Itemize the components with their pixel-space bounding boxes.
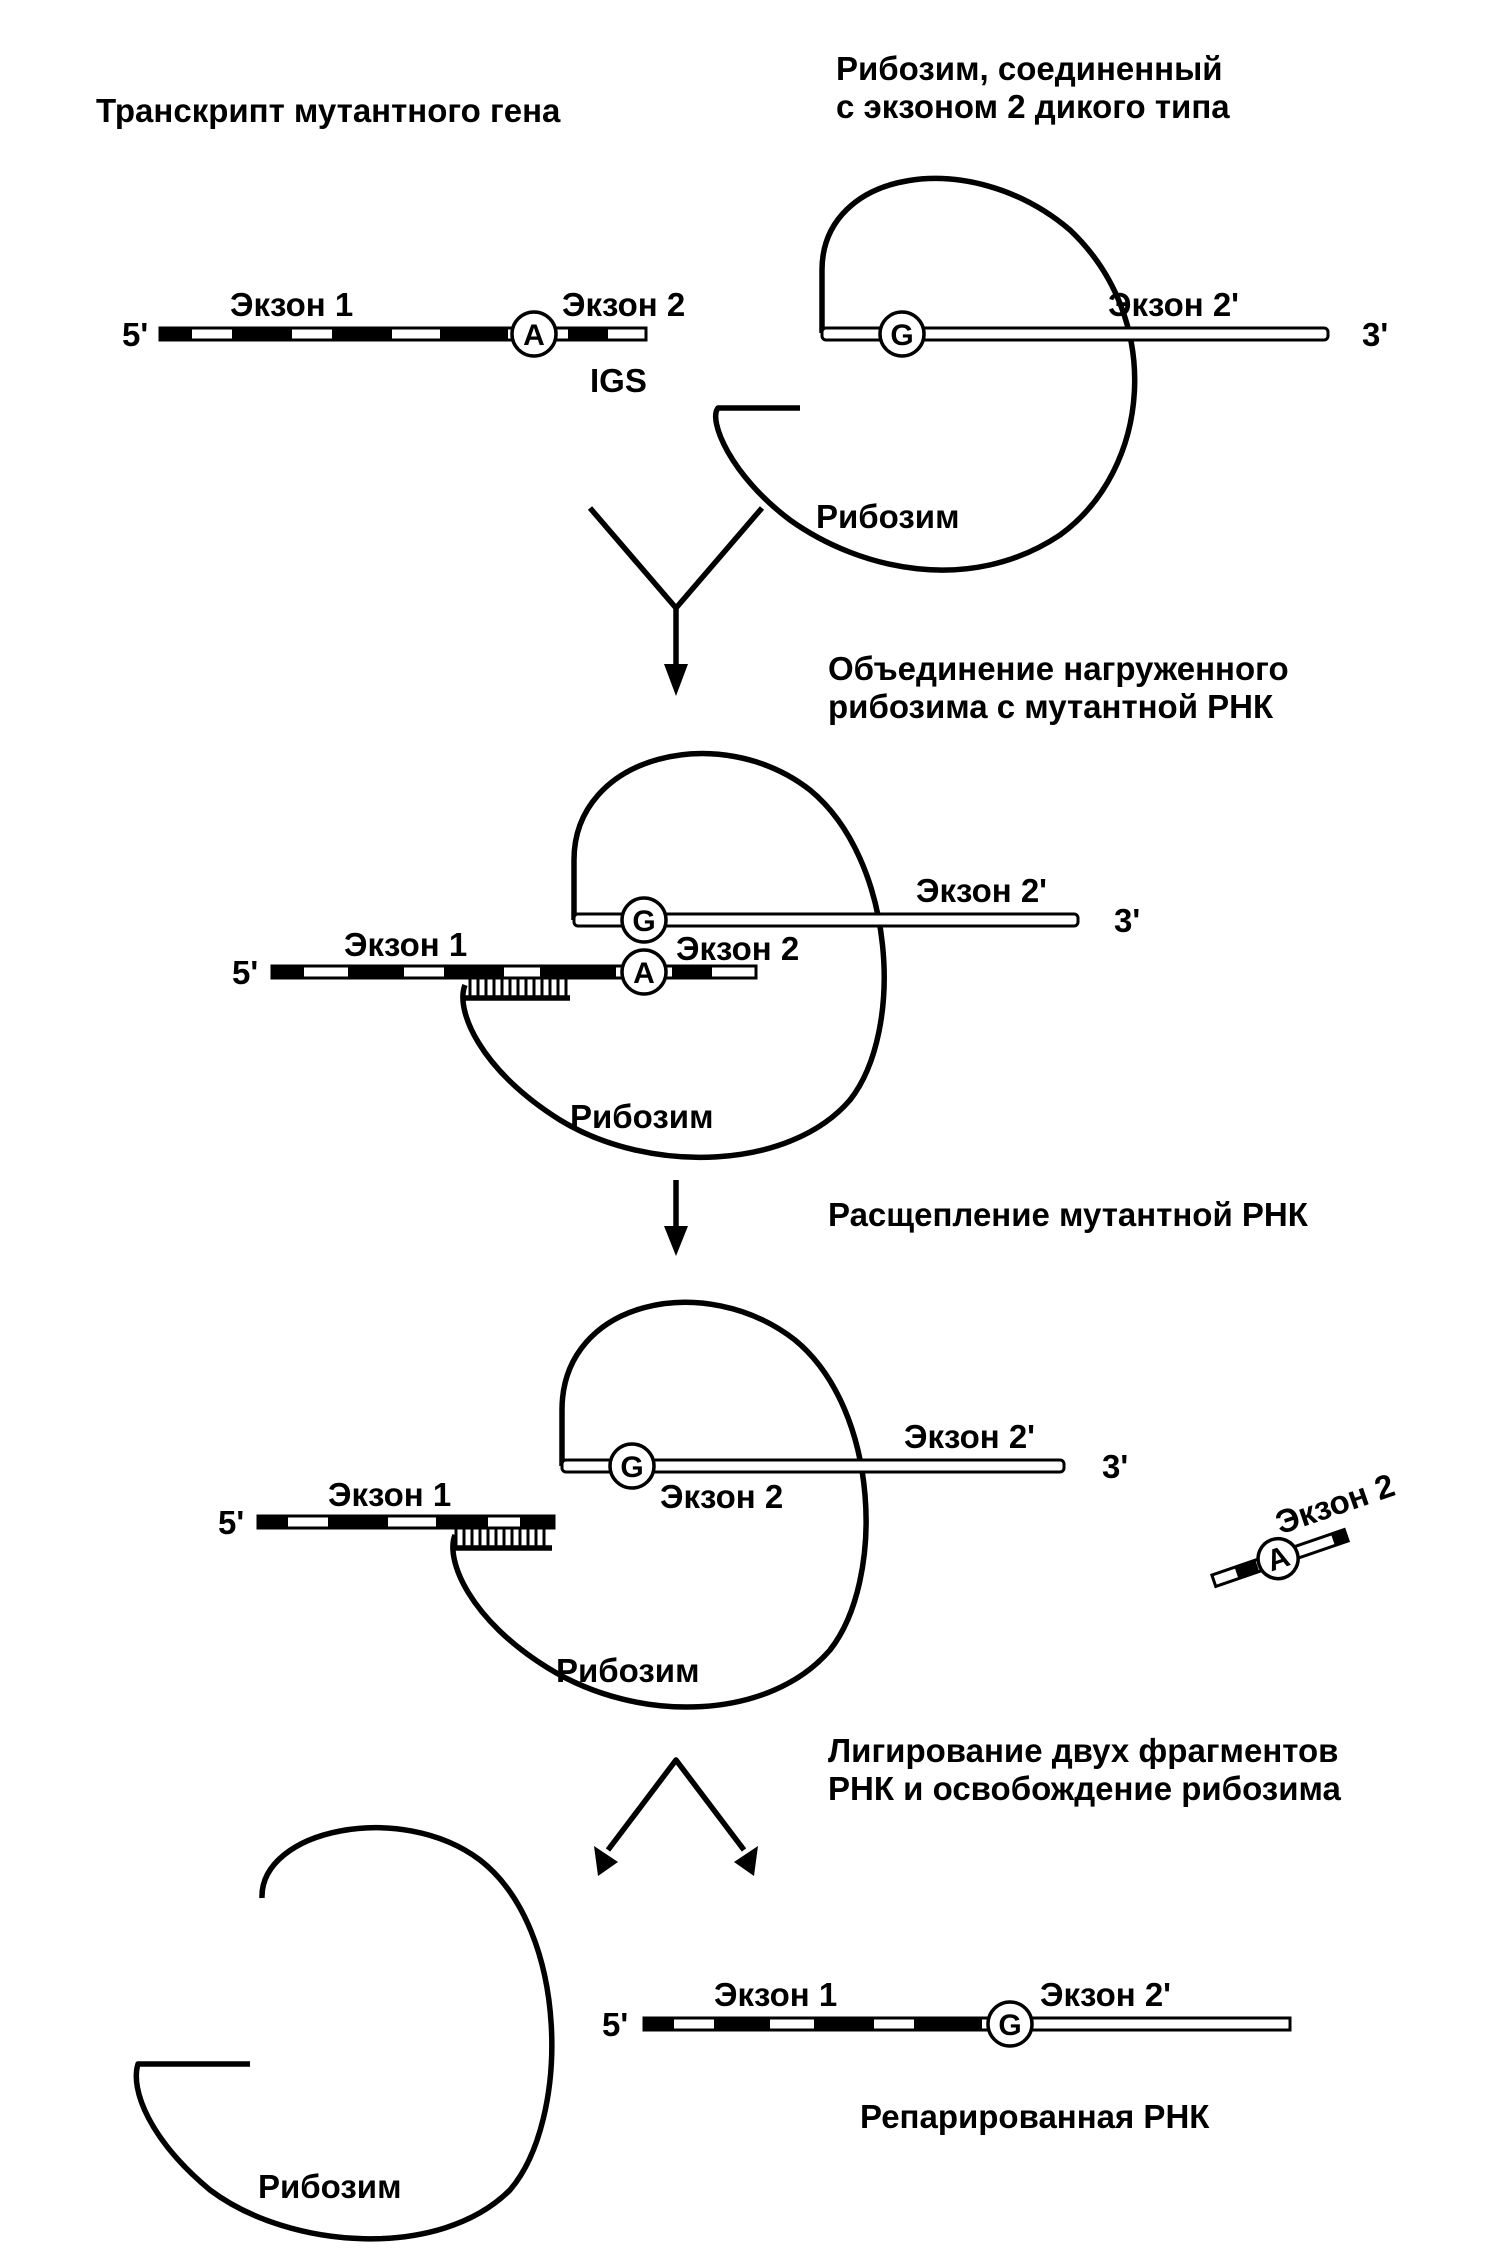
five-prime-label-repaired: 5' — [602, 2006, 628, 2043]
stage-initial: Транскрипт мутантного гена Рибозим, соед… — [96, 50, 1388, 573]
mutant-nucleotide-label-combined: A — [633, 957, 655, 990]
mutant-transcript-title: Транскрипт мутантного гена — [96, 92, 561, 129]
three-prime-label-cleaved: 3' — [1102, 1448, 1128, 1485]
wild-nucleotide-label-combined: G — [632, 905, 655, 938]
wild-nucleotide-label: G — [890, 319, 913, 352]
three-prime-label-combined: 3' — [1114, 902, 1140, 939]
five-prime-label-combined: 5' — [232, 954, 258, 991]
ribozyme-label-free: Рибозим — [258, 2168, 402, 2205]
exon2-label-released: Экзон 2 — [1271, 1466, 1400, 1541]
three-prime-label: 3' — [1362, 316, 1388, 353]
mutant-nucleotide-label: A — [523, 319, 545, 352]
stage-ligated: Лигирование двух фрагментов РНК и освобо… — [133, 1732, 1341, 2242]
mutant-transcript-rna: 5' Экзон 1 Экзон 2 A — [122, 286, 685, 358]
repaired-rna: 5' Экзон 1 Экзон 2' G Репарированная РНК — [602, 1976, 1292, 2135]
loaded-ribozyme: IGS Рибозим G Экзон 2' 3' — [590, 175, 1388, 573]
ribozyme-loop-cleaved — [450, 1299, 869, 1710]
wild-nucleotide-marker — [878, 310, 926, 358]
exon1-label-combined: Экзон 1 — [344, 926, 467, 963]
ribozyme-label-combined: Рибозим — [570, 1098, 714, 1135]
exon2-label: Экзон 2 — [562, 286, 685, 323]
igs-label: IGS — [590, 362, 647, 399]
exon2-prime-label-repaired: Экзон 2' — [1040, 1976, 1171, 2013]
exon1-label-cleaved: Экзон 1 — [328, 1476, 451, 1513]
step-ligate-line1: Лигирование двух фрагментов — [828, 1732, 1338, 1769]
ribozyme-loop-combined — [460, 750, 887, 1160]
ribozyme-loop — [712, 175, 1138, 573]
step-cleave: Расщепление мутантной РНК — [828, 1196, 1309, 1233]
ribozyme-wt-title-line1: Рибозим, соединенный — [836, 50, 1223, 87]
ribozyme-label: Рибозим — [816, 498, 960, 535]
step-combine-line2: рибозима с мутантной РНК — [828, 688, 1274, 725]
exon2-prime-label-cleaved: Экзон 2' — [904, 1418, 1035, 1455]
released-mutant-exon2: A Экзон 2 — [1209, 1466, 1400, 1589]
repaired-rna-label: Репарированная РНК — [860, 2098, 1210, 2135]
exon1-label-repaired: Экзон 1 — [714, 1976, 837, 2013]
exon2-prime-label: Экзон 2' — [1108, 286, 1239, 323]
split-arrow — [594, 1757, 758, 1876]
exon2-label-combined: Экзон 2 — [676, 930, 799, 967]
exon1-label: Экзон 1 — [230, 286, 353, 323]
step-ligate-line2: РНК и освобождение рибозима — [828, 1770, 1341, 1807]
exon2-prime-label-combined: Экзон 2' — [916, 872, 1047, 909]
base-pairing-cleaved — [452, 1528, 552, 1551]
stage-cleaved: Расщепление мутантной РНК Рибозим G Экзо… — [218, 1196, 1400, 1710]
wild-nucleotide-label-cleaved: G — [620, 1451, 643, 1484]
five-prime-label: 5' — [122, 316, 148, 353]
ribozyme-label-cleaved: Рибозим — [556, 1652, 700, 1689]
five-prime-label-cleaved: 5' — [218, 1504, 244, 1541]
base-pairing-combined — [465, 978, 570, 1001]
stage-combined: Объединение нагруженного рибозима с мута… — [232, 650, 1289, 1160]
free-ribozyme-loop — [133, 1825, 555, 2242]
wild-nucleotide-label-repaired: G — [998, 2009, 1021, 2042]
cleave-arrow — [664, 1180, 688, 1256]
ribozyme-wt-title-line2: с экзоном 2 дикого типа — [836, 88, 1230, 125]
step-combine-line1: Объединение нагруженного — [828, 650, 1289, 687]
merge-arrow — [587, 506, 765, 696]
mutant-nucleotide-marker — [510, 310, 558, 358]
exon2-label-cleaved: Экзон 2 — [660, 1478, 783, 1515]
